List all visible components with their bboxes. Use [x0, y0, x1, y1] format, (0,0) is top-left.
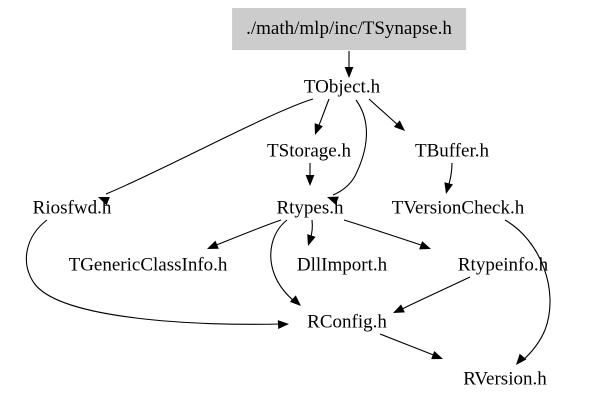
- graph-node-tversioncheck[interactable]: TVersionCheck.h: [391, 197, 525, 219]
- graph-edge-arrowhead: [344, 67, 354, 78]
- graph-edge: [317, 98, 330, 129]
- graph-edge: [332, 99, 367, 196]
- graph-edge-arrowhead: [419, 241, 431, 250]
- graph-node-tstorage[interactable]: TStorage.h: [267, 140, 351, 162]
- graph-edge-arrowhead: [305, 175, 315, 186]
- graph-edge-arrowhead: [314, 123, 323, 135]
- graph-edge: [379, 333, 437, 357]
- graph-edge-arrowhead: [98, 197, 110, 206]
- graph-edge: [213, 219, 282, 247]
- graph-edge-arrowhead: [327, 196, 339, 205]
- graph-edge-arrowhead: [289, 295, 301, 306]
- graph-edge-arrowhead: [307, 234, 316, 246]
- graph-edge: [368, 98, 400, 127]
- graph-edge-arrowhead: [431, 350, 443, 360]
- graph-node-rversion[interactable]: RVersion.h: [463, 368, 547, 390]
- graph-node-tobject[interactable]: TObject.h: [303, 76, 381, 98]
- graph-edge-arrowhead: [207, 240, 219, 249]
- graph-edge-arrowhead: [444, 182, 453, 194]
- graph-node-tgenericclassinfo[interactable]: TGenericClassInfo.h: [68, 254, 228, 276]
- graph-node-dllimport[interactable]: DllImport.h: [296, 254, 388, 276]
- graph-edge: [270, 219, 296, 303]
- graph-node-rtypeinfo[interactable]: Rtypeinfo.h: [457, 254, 549, 276]
- graph-node-root[interactable]: ./math/mlp/inc/TSynapse.h: [232, 8, 466, 50]
- graph-edge-arrowhead: [277, 320, 289, 329]
- graph-node-tbuffer[interactable]: TBuffer.h: [414, 140, 490, 162]
- graph-edge-arrowhead: [516, 353, 527, 365]
- graph-node-rtypes[interactable]: Rtypes.h: [276, 197, 344, 219]
- graph-edge: [25, 219, 282, 325]
- graph-edge-arrowhead: [393, 304, 405, 313]
- graph-node-rconfig[interactable]: RConfig.h: [307, 311, 387, 333]
- graph-edge: [343, 219, 425, 247]
- graph-edge: [504, 219, 551, 362]
- graph-edge: [399, 276, 471, 311]
- graph-node-riosfwd[interactable]: Riosfwd.h: [32, 197, 112, 219]
- graph-edge-arrowhead: [393, 120, 405, 131]
- graph-edge: [105, 98, 314, 195]
